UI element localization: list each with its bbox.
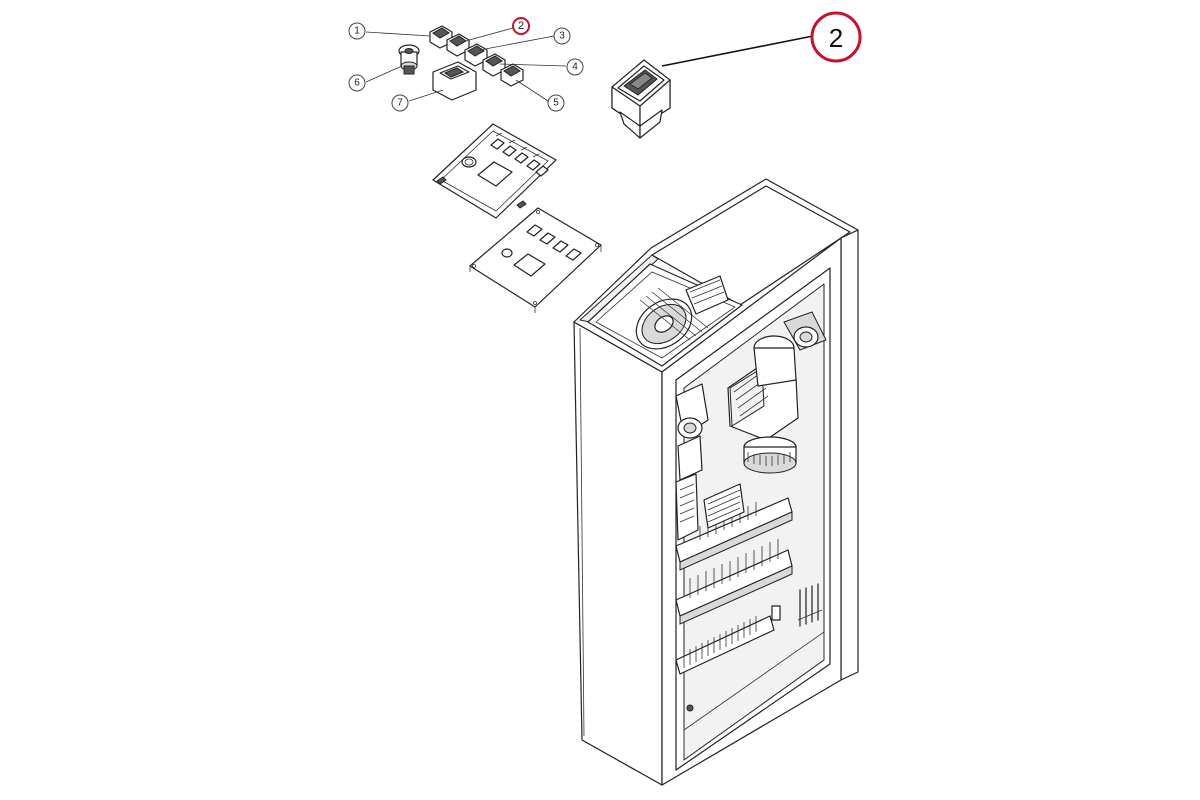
cabinet-right-side xyxy=(840,229,859,681)
din-rail-lower xyxy=(675,615,775,675)
detail-callout-label: 2 xyxy=(829,23,843,53)
callout-7-label: 7 xyxy=(397,98,403,109)
din-rail-upper xyxy=(675,483,793,571)
callout-2-label: 2 xyxy=(518,20,524,32)
callout-5: 5 xyxy=(547,94,565,112)
callout-1: 1 xyxy=(348,22,366,40)
callout-7: 7 xyxy=(391,94,409,112)
parts-cluster xyxy=(398,25,524,101)
emergency-button-part-6 xyxy=(398,44,420,75)
detail-leader-line xyxy=(661,34,819,67)
sprocket xyxy=(635,275,729,350)
detail-callout-2: 2 xyxy=(810,11,862,63)
callout-leaders xyxy=(365,27,567,102)
callout-3-label: 3 xyxy=(559,31,565,42)
callout-6: 6 xyxy=(348,74,366,92)
cabinet-left-side xyxy=(573,321,663,786)
hour-counter-part-7 xyxy=(432,61,477,101)
switch-part-5 xyxy=(500,63,524,87)
cabinet xyxy=(573,178,859,786)
callout-4: 4 xyxy=(566,58,584,76)
left-gearbox xyxy=(675,383,709,541)
din-rail-middle xyxy=(675,539,793,625)
gear-motor xyxy=(727,311,827,474)
control-panel-plate xyxy=(469,207,602,313)
callout-5-label: 5 xyxy=(553,98,559,109)
callout-6-label: 6 xyxy=(354,78,360,89)
control-panel-cover xyxy=(432,123,557,219)
callout-4-label: 4 xyxy=(572,62,578,73)
detail-switch-enlarged xyxy=(611,59,671,139)
callout-1-label: 1 xyxy=(354,26,360,37)
bottom-conduits xyxy=(771,583,823,627)
callout-2-highlighted: 2 xyxy=(512,17,530,35)
callout-3: 3 xyxy=(553,27,571,45)
